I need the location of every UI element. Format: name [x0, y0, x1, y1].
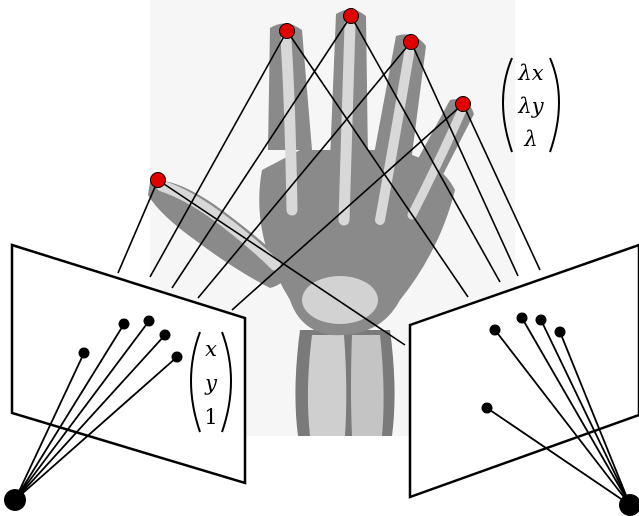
marker-middle	[343, 8, 359, 24]
image-point	[535, 314, 547, 326]
marker-thumb	[150, 172, 166, 188]
image-point	[554, 326, 566, 338]
right-camera-rays	[486, 317, 631, 506]
left-camera-rays	[14, 320, 178, 501]
marker-index	[279, 23, 295, 39]
left-image-plane	[10, 243, 247, 485]
image-point	[143, 315, 155, 327]
left-image-points	[78, 315, 183, 363]
left-camera-center	[4, 489, 26, 511]
projection-rays-left	[117, 15, 464, 311]
world-homogeneous-vector: λx λy λ	[502, 57, 560, 153]
image-point	[516, 312, 528, 324]
image-point	[78, 347, 90, 359]
image-vector-row-3: 1	[204, 405, 217, 429]
image-point	[481, 402, 493, 414]
image-point	[489, 324, 501, 336]
fingertip-markers	[150, 8, 471, 188]
marker-little	[455, 96, 471, 112]
image-homogeneous-vector: x y 1	[190, 331, 232, 433]
world-vector-row-1: λx	[517, 61, 543, 85]
image-point	[118, 318, 130, 330]
world-vector-row-3: λ	[523, 127, 537, 151]
image-vector-row-1: x	[205, 337, 217, 361]
marker-ring	[403, 34, 419, 50]
projection-rays-right	[157, 15, 541, 346]
image-point	[171, 351, 183, 363]
right-image-points	[481, 312, 566, 414]
image-vector-row-2: y	[204, 371, 218, 395]
right-camera-center	[619, 494, 639, 516]
right-image-plane	[408, 243, 639, 499]
xray-hand-image	[148, 0, 515, 436]
image-point	[159, 329, 171, 341]
world-vector-row-2: λy	[517, 94, 544, 118]
